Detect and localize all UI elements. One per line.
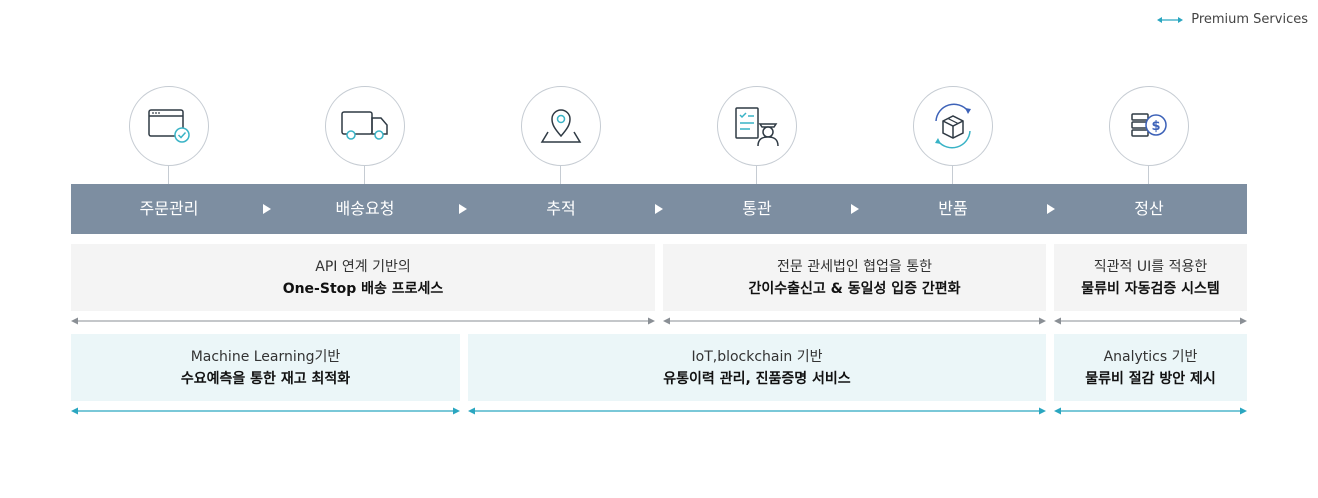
premium-service-box: Analytics 기반 물류비 절감 방안 제시 [1054, 334, 1247, 401]
step-order-management: 주문관리 [139, 199, 199, 218]
connector [1148, 166, 1149, 184]
connector [952, 166, 953, 184]
service-subtitle: Analytics 기반 [1103, 348, 1198, 365]
step-delivery-request: 배송요청 [335, 199, 395, 218]
service-subtitle: Machine Learning기반 [190, 348, 341, 365]
tracking-icon-circle [521, 86, 601, 166]
step-arrow-icon [263, 204, 271, 214]
order-management-icon-circle [129, 86, 209, 166]
process-bar: 주문관리 배송요청 추적 통관 반품 정산 [71, 184, 1247, 234]
service-title: 유통이력 관리, 진품증명 서비스 [663, 370, 851, 387]
customs-icon-circle [717, 86, 797, 166]
span-arrow-premium [468, 407, 1046, 415]
settlement-icon-circle: $ [1109, 86, 1189, 166]
standard-service-box: 전문 관세법인 협업을 통한 간이수출신고 & 동일성 입증 간편화 [663, 244, 1046, 311]
step-tracking: 추적 [546, 199, 576, 218]
delivery-request-icon-circle [325, 86, 405, 166]
service-title: 물류비 절감 방안 제시 [1085, 370, 1216, 387]
span-arrow-premium [71, 407, 460, 415]
service-subtitle: 전문 관세법인 협업을 통한 [776, 258, 933, 275]
return-box-icon [935, 103, 971, 149]
step-arrow-icon [459, 204, 467, 214]
service-title: One-Stop 배송 프로세스 [282, 280, 444, 297]
legend: Premium Services [1157, 12, 1308, 27]
span-arrow-gray [1054, 317, 1247, 325]
span-arrow-gray [663, 317, 1046, 325]
connector [168, 166, 169, 184]
coins-dollar-icon: $ [1131, 113, 1167, 137]
step-arrow-icon [1047, 204, 1055, 214]
connector [756, 166, 757, 184]
svg-text:$: $ [1151, 119, 1160, 134]
map-pin-icon [540, 109, 582, 143]
span-arrow-gray [71, 317, 655, 325]
double-arrow-legend-icon [1157, 16, 1184, 23]
standard-service-box: 직관적 UI를 적용한 물류비 자동검증 시스템 [1054, 244, 1247, 311]
service-subtitle: API 연계 기반의 [315, 258, 411, 275]
service-title: 물류비 자동검증 시스템 [1081, 280, 1220, 297]
premium-service-box: IoT,blockchain 기반 유통이력 관리, 진품증명 서비스 [468, 334, 1046, 401]
service-title: 간이수출신고 & 동일성 입증 간편화 [748, 280, 961, 297]
standard-service-box: API 연계 기반의 One-Stop 배송 프로세스 [71, 244, 655, 311]
step-arrow-icon [851, 204, 859, 214]
span-arrow-premium [1054, 407, 1247, 415]
connector [560, 166, 561, 184]
browser-check-icon [148, 109, 190, 143]
step-settlement: 정산 [1134, 199, 1164, 218]
service-title: 수요예측을 통한 재고 최적화 [180, 370, 351, 387]
step-customs: 통관 [742, 199, 772, 218]
premium-service-box: Machine Learning기반 수요예측을 통한 재고 최적화 [71, 334, 460, 401]
legend-label: Premium Services [1191, 12, 1308, 27]
truck-icon [341, 111, 388, 140]
service-subtitle: 직관적 UI를 적용한 [1093, 258, 1208, 275]
step-return: 반품 [938, 199, 968, 218]
step-arrow-icon [655, 204, 663, 214]
return-icon-circle [913, 86, 993, 166]
connector [364, 166, 365, 184]
customs-officer-icon [735, 107, 779, 147]
service-subtitle: IoT,blockchain 기반 [691, 348, 823, 365]
